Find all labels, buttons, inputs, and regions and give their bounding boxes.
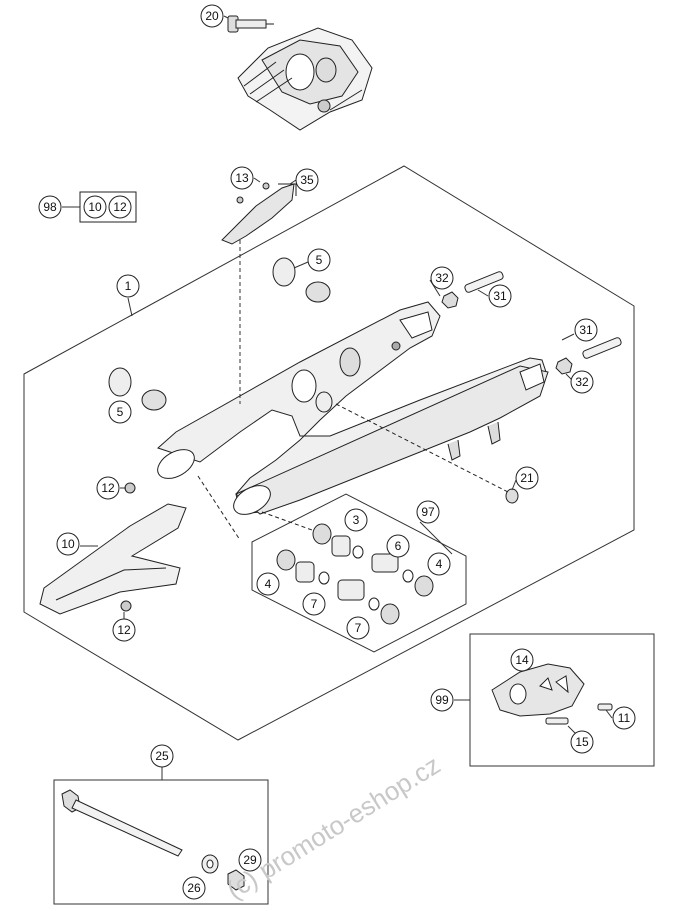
svg-text:99: 99 <box>435 693 449 707</box>
callout-35: 35 <box>295 168 319 192</box>
svg-text:32: 32 <box>435 271 449 285</box>
svg-text:5: 5 <box>316 253 323 267</box>
svg-text:5: 5 <box>117 405 124 419</box>
svg-text:26: 26 <box>187 881 201 895</box>
svg-text:4: 4 <box>265 577 272 591</box>
callout-13: 13 <box>230 166 254 190</box>
callout-4-left: 4 <box>256 572 280 596</box>
bearing-kit-parts <box>197 475 434 625</box>
callout-10: 10 <box>56 532 80 556</box>
svg-text:10: 10 <box>61 537 75 551</box>
svg-text:12: 12 <box>101 481 115 495</box>
callout-98: 98 <box>38 195 62 219</box>
svg-text:7: 7 <box>311 597 318 611</box>
svg-text:12: 12 <box>113 200 127 214</box>
callout-7-left: 7 <box>302 592 326 616</box>
svg-text:25: 25 <box>155 749 169 763</box>
svg-text:20: 20 <box>205 9 219 23</box>
svg-text:97: 97 <box>421 505 435 519</box>
callout-99: 99 <box>430 688 454 712</box>
svg-text:1: 1 <box>125 279 132 293</box>
chain-adjuster-parts <box>335 271 622 504</box>
svg-text:11: 11 <box>618 711 631 725</box>
svg-text:32: 32 <box>575 375 589 389</box>
protection-caps-part <box>108 257 331 411</box>
svg-text:35: 35 <box>300 173 314 187</box>
rear-axle-part <box>61 789 245 891</box>
callout-21: 21 <box>515 466 539 490</box>
bearing-kit-frame <box>251 493 467 653</box>
callout-3: 3 <box>344 508 368 532</box>
callout-6: 6 <box>386 534 410 558</box>
chain-guide-bracket-part <box>491 663 613 725</box>
callout-20: 20 <box>200 4 224 28</box>
callout-32-lower: 32 <box>570 370 594 394</box>
svg-text:21: 21 <box>520 471 534 485</box>
callout-1: 1 <box>116 274 140 298</box>
callout-4-right: 4 <box>427 552 451 576</box>
axle-kit-frame <box>53 779 269 905</box>
swingarm-assembly-frame <box>23 165 635 741</box>
callout-25: 25 <box>150 744 174 768</box>
svg-text:13: 13 <box>235 171 249 185</box>
watermark-text: (c) promoto-eshop.cz <box>221 749 445 905</box>
svg-text:98: 98 <box>43 200 57 214</box>
callout-26: 26 <box>182 876 206 900</box>
callout-5-lower: 5 <box>108 400 132 424</box>
svg-text:15: 15 <box>575 735 589 749</box>
swingarm-part <box>157 301 549 515</box>
frame-detail-illustration <box>237 27 373 131</box>
svg-text:14: 14 <box>515 653 529 667</box>
callout-15: 15 <box>570 730 594 754</box>
callout-29: 29 <box>238 848 262 872</box>
svg-text:4: 4 <box>436 557 443 571</box>
callout-14: 14 <box>510 648 534 672</box>
callout-11: 11 <box>612 706 636 730</box>
svg-text:6: 6 <box>395 539 402 553</box>
callout-7-right: 7 <box>346 616 370 640</box>
callout-12-lower: 12 <box>112 618 136 642</box>
callout-31-lower: 31 <box>574 318 598 342</box>
svg-text:7: 7 <box>355 621 362 635</box>
svg-text:29: 29 <box>243 853 257 867</box>
callout-98-item-10: 10 <box>83 195 107 219</box>
svg-text:31: 31 <box>493 289 507 303</box>
pivot-bolt-part <box>227 15 274 33</box>
chain-guide-part <box>39 482 187 615</box>
callout-5-upper: 5 <box>307 248 331 272</box>
callout-12-upper: 12 <box>96 476 120 500</box>
svg-text:10: 10 <box>88 200 102 214</box>
svg-text:3: 3 <box>353 513 360 527</box>
svg-text:12: 12 <box>117 623 131 637</box>
callout-98-item-12: 12 <box>108 195 132 219</box>
svg-text:31: 31 <box>579 323 593 337</box>
callout-31-upper: 31 <box>488 284 512 308</box>
callout-32-upper: 32 <box>430 266 454 290</box>
callout-97: 97 <box>416 500 440 524</box>
chain-slider-part <box>221 182 297 245</box>
